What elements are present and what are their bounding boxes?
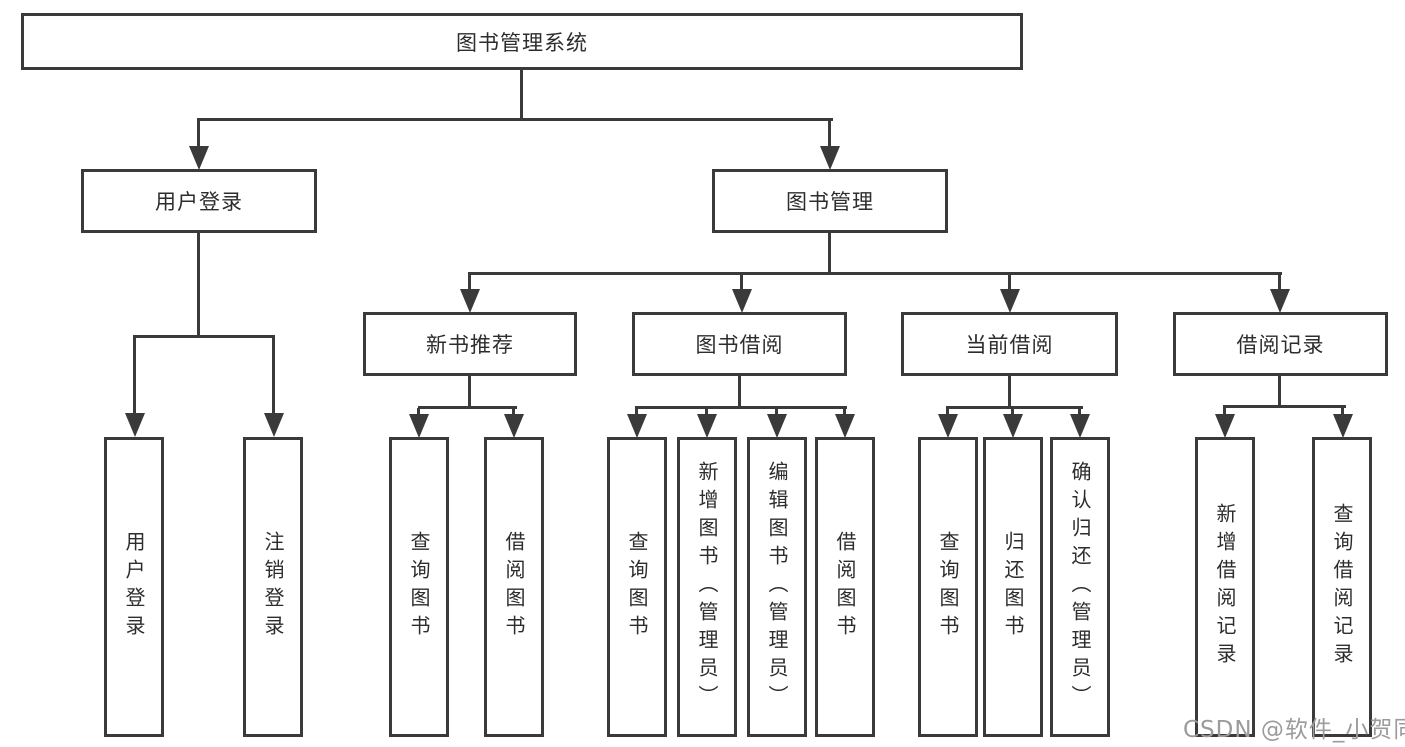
connector-current-drop-3 bbox=[1078, 408, 1081, 416]
watermark: CSDN @软件_小贺同学 bbox=[1183, 717, 1405, 743]
connector-current-rail bbox=[946, 406, 1083, 409]
node-borrowing-records: 借阅记录 bbox=[1173, 312, 1388, 376]
leaf-query-books-borrowing-label: 查询图书 bbox=[625, 531, 649, 643]
arrow-down-icon bbox=[504, 414, 524, 438]
node-user-login: 用户登录 bbox=[81, 169, 317, 233]
leaf-edit-book-admin: 编辑图书（管理员） bbox=[747, 437, 807, 737]
arrow-down-icon bbox=[1270, 289, 1290, 313]
node-new-book-recommendation-label: 新书推荐 bbox=[426, 333, 514, 357]
node-current-borrowing-label: 当前借阅 bbox=[965, 333, 1054, 357]
connector-recommend-stem bbox=[468, 376, 471, 406]
leaf-user-login: 用户登录 bbox=[104, 437, 164, 737]
arrow-down-icon bbox=[1070, 414, 1090, 438]
leaf-logout: 注销登录 bbox=[243, 437, 303, 737]
connector-borrowing-drop-2 bbox=[705, 408, 708, 416]
connector-borrowing-drop-4 bbox=[843, 408, 846, 416]
node-current-borrowing: 当前借阅 bbox=[901, 312, 1118, 376]
connector-current-drop-1 bbox=[946, 408, 949, 416]
connector-book-mgmt-drop-2 bbox=[740, 274, 743, 290]
leaf-user-login-label: 用户登录 bbox=[122, 531, 146, 643]
leaf-borrow-books-borrowing: 借阅图书 bbox=[815, 437, 875, 737]
connector-book-mgmt-rail bbox=[468, 272, 1282, 275]
node-book-borrowing: 图书借阅 bbox=[632, 312, 847, 376]
arrow-down-icon bbox=[1003, 414, 1023, 438]
leaf-query-borrow-record: 查询借阅记录 bbox=[1312, 437, 1372, 737]
connector-book-mgmt-drop-3 bbox=[1008, 274, 1011, 290]
leaf-query-books-borrowing: 查询图书 bbox=[607, 437, 667, 737]
leaf-add-book-admin-label: 新增图书（管理员） bbox=[695, 461, 719, 713]
node-borrowing-records-label: 借阅记录 bbox=[1236, 333, 1325, 357]
arrow-down-icon bbox=[460, 289, 480, 313]
arrow-down-icon bbox=[627, 414, 647, 438]
connector-root-right-drop bbox=[828, 120, 831, 148]
arrow-down-icon bbox=[697, 414, 717, 438]
leaf-add-book-admin: 新增图书（管理员） bbox=[677, 437, 737, 737]
node-library-system: 图书管理系统 bbox=[21, 13, 1023, 70]
leaf-borrow-books-recommend: 借阅图书 bbox=[484, 437, 544, 737]
arrow-down-icon bbox=[1000, 289, 1020, 313]
connector-records-drop-2 bbox=[1341, 407, 1344, 415]
node-user-login-label: 用户登录 bbox=[155, 190, 243, 214]
leaf-query-books-current-label: 查询图书 bbox=[936, 531, 960, 643]
connector-recommend-drop-1 bbox=[417, 408, 420, 416]
arrow-down-icon bbox=[1215, 414, 1235, 438]
leaf-borrow-books-borrowing-label: 借阅图书 bbox=[833, 531, 857, 643]
connector-root-stem bbox=[520, 70, 523, 118]
connector-borrowing-stem bbox=[738, 376, 741, 406]
connector-book-mgmt-drop-1 bbox=[468, 274, 471, 290]
node-book-management-label: 图书管理 bbox=[786, 190, 874, 214]
arrow-down-icon bbox=[1333, 414, 1353, 438]
connector-recommend-drop-2 bbox=[512, 408, 515, 416]
leaf-add-borrow-record-label: 新增借阅记录 bbox=[1213, 503, 1237, 671]
arrow-down-icon bbox=[189, 146, 209, 170]
connector-user-login-stem bbox=[197, 233, 200, 337]
leaf-confirm-return-admin: 确认归还（管理员） bbox=[1050, 437, 1110, 737]
connector-records-drop-1 bbox=[1223, 407, 1226, 415]
connector-borrowing-rail bbox=[635, 406, 847, 409]
arrow-down-icon bbox=[732, 289, 752, 313]
connector-current-stem bbox=[1008, 376, 1011, 406]
node-library-system-label: 图书管理系统 bbox=[456, 30, 588, 55]
connector-user-login-rail bbox=[133, 335, 275, 338]
leaf-return-books: 归还图书 bbox=[983, 437, 1043, 737]
connector-current-drop-2 bbox=[1011, 408, 1014, 416]
connector-book-mgmt-drop-4 bbox=[1278, 274, 1281, 290]
arrow-down-icon bbox=[938, 414, 958, 438]
leaf-confirm-return-admin-label: 确认归还（管理员） bbox=[1068, 461, 1092, 713]
connector-book-mgmt-stem bbox=[828, 233, 831, 275]
connector-borrowing-drop-3 bbox=[775, 408, 778, 416]
arrow-down-icon bbox=[835, 414, 855, 438]
connector-recommend-rail bbox=[418, 406, 517, 409]
leaf-borrow-books-recommend-label: 借阅图书 bbox=[502, 531, 526, 643]
arrow-down-icon bbox=[264, 413, 284, 437]
node-book-borrowing-label: 图书借阅 bbox=[695, 333, 784, 357]
arrow-down-icon bbox=[820, 146, 840, 170]
leaf-query-books-current: 查询图书 bbox=[918, 437, 978, 737]
arrow-down-icon bbox=[767, 414, 787, 438]
connector-user-login-drop-2 bbox=[272, 337, 275, 415]
connector-user-login-drop-1 bbox=[133, 337, 136, 415]
node-new-book-recommendation: 新书推荐 bbox=[363, 312, 577, 376]
leaf-add-borrow-record: 新增借阅记录 bbox=[1195, 437, 1255, 737]
connector-records-stem bbox=[1278, 376, 1281, 406]
leaf-edit-book-admin-label: 编辑图书（管理员） bbox=[765, 461, 789, 713]
node-book-management: 图书管理 bbox=[712, 169, 948, 233]
leaf-query-books-recommend: 查询图书 bbox=[389, 437, 449, 737]
connector-borrowing-drop-1 bbox=[635, 408, 638, 416]
connector-root-rail bbox=[197, 118, 833, 121]
arrow-down-icon bbox=[409, 414, 429, 438]
connector-root-left-drop bbox=[197, 120, 200, 148]
leaf-query-borrow-record-label: 查询借阅记录 bbox=[1330, 503, 1354, 671]
arrow-down-icon bbox=[125, 413, 145, 437]
connector-records-rail bbox=[1223, 405, 1346, 408]
leaf-logout-label: 注销登录 bbox=[261, 531, 285, 643]
leaf-query-books-recommend-label: 查询图书 bbox=[407, 531, 431, 643]
leaf-return-books-label: 归还图书 bbox=[1001, 531, 1025, 643]
